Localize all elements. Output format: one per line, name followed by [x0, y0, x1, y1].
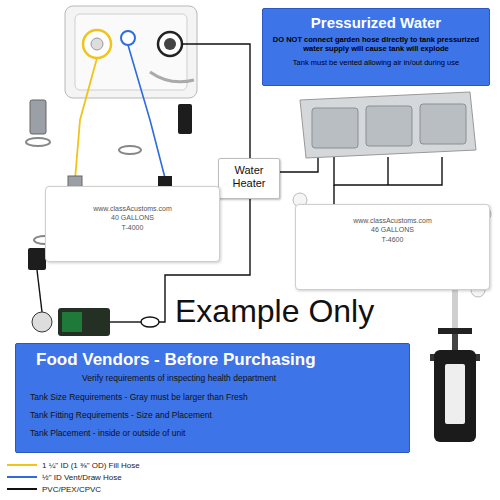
tank: www.classAcustoms.com40 GALLONS T-4000 — [45, 186, 220, 262]
valve-handle — [438, 328, 472, 334]
legend-row: ½" ID Vent/Draw Hose — [6, 471, 140, 483]
drain-pipe — [387, 157, 388, 185]
hose-clamp — [119, 146, 141, 154]
node-text: T-4600 — [302, 236, 483, 244]
drain-pipe — [333, 185, 334, 204]
valve-body — [434, 350, 476, 442]
vent-port — [121, 31, 135, 45]
check-valve — [141, 317, 159, 327]
city-inlet-core — [164, 38, 176, 50]
tank-fitting — [28, 248, 46, 270]
node-text: Tank must be vented allowing air in/out … — [269, 59, 483, 68]
fill-panel — [65, 6, 197, 98]
supply-pipe — [37, 270, 42, 312]
drain-pipe — [334, 157, 442, 185]
node-text: Tank Size Requirements - Gray must be la… — [30, 392, 401, 402]
legend-sample — [6, 460, 38, 470]
valve-gate — [445, 364, 465, 424]
legend-text: PVC/PEX/CPVC — [42, 485, 101, 494]
vent-hose — [128, 45, 165, 178]
legend-sample — [6, 472, 38, 482]
node-text: Verify requirements of inspecting health… — [82, 373, 401, 383]
node-heading: www.classAcustoms.com — [302, 217, 483, 225]
fittings — [26, 100, 491, 297]
legend-text: ½" ID Vent/Draw Hose — [42, 473, 122, 482]
pump-motor — [62, 312, 82, 332]
node-text: DO NOT connect garden hose directly to t… — [269, 36, 483, 54]
city-inlet — [158, 32, 182, 56]
sink-basin — [420, 104, 466, 144]
warning-box: Pressurized Water DO NOT connect garden h… — [262, 8, 490, 86]
appliance-box: Water Heater — [218, 158, 280, 199]
legend-row: 1 ¼" ID (1 ⅜" OD) Fill Hose — [6, 459, 140, 471]
legend-row: PVC/PEX/CPVC — [6, 483, 140, 495]
node-heading: Water Heater — [222, 164, 276, 190]
pump — [32, 308, 159, 336]
sink-basin — [366, 106, 412, 146]
info-box: Food Vendors - Before PurchasingVerify r… — [15, 343, 410, 453]
node-text: T-4000 — [52, 224, 213, 232]
legend-line — [7, 464, 37, 466]
tank: www.classAcustoms.com46 GALLONS T-4600 — [295, 204, 490, 290]
legend-text: 1 ¼" ID (1 ⅜" OD) Fill Hose — [42, 461, 140, 470]
panel-plate — [65, 6, 197, 98]
hose-barb — [30, 100, 46, 134]
drain-outlet — [452, 288, 458, 332]
fill-inlet — [83, 30, 111, 58]
watermark: Example Only — [175, 295, 374, 327]
hose-barb — [178, 104, 192, 134]
sink — [300, 92, 476, 158]
fill-inlet-core — [91, 38, 103, 50]
node-text: Tank Placement - inside or outside of un… — [30, 428, 401, 438]
legend-line — [7, 488, 37, 490]
valve-stem — [452, 334, 458, 350]
node-text: 40 GALLONS — [52, 214, 213, 222]
pump-body — [58, 308, 110, 336]
node-text: Tank Fitting Requirements - Size and Pla… — [30, 410, 401, 420]
supply-pipe — [182, 44, 250, 158]
sink-rim — [300, 92, 476, 158]
gate-valve — [430, 328, 480, 442]
hose-clamp — [26, 138, 50, 146]
legend: 1 ¼" ID (1 ⅜" OD) Fill Hose ½" ID Vent/Dr… — [6, 459, 140, 495]
legend-sample — [6, 484, 38, 494]
strainer — [32, 312, 52, 332]
legend-line — [7, 476, 37, 478]
node-heading: www.classAcustoms.com — [52, 205, 213, 213]
supply-pipe — [110, 321, 141, 322]
node-heading: Pressurized Water — [269, 14, 483, 32]
node-text: 46 GALLONS — [302, 226, 483, 234]
fill-hose — [75, 58, 97, 180]
sink-basin — [312, 108, 358, 148]
node-heading: Food Vendors - Before Purchasing — [36, 350, 401, 370]
panel-cap-strap — [150, 72, 194, 82]
